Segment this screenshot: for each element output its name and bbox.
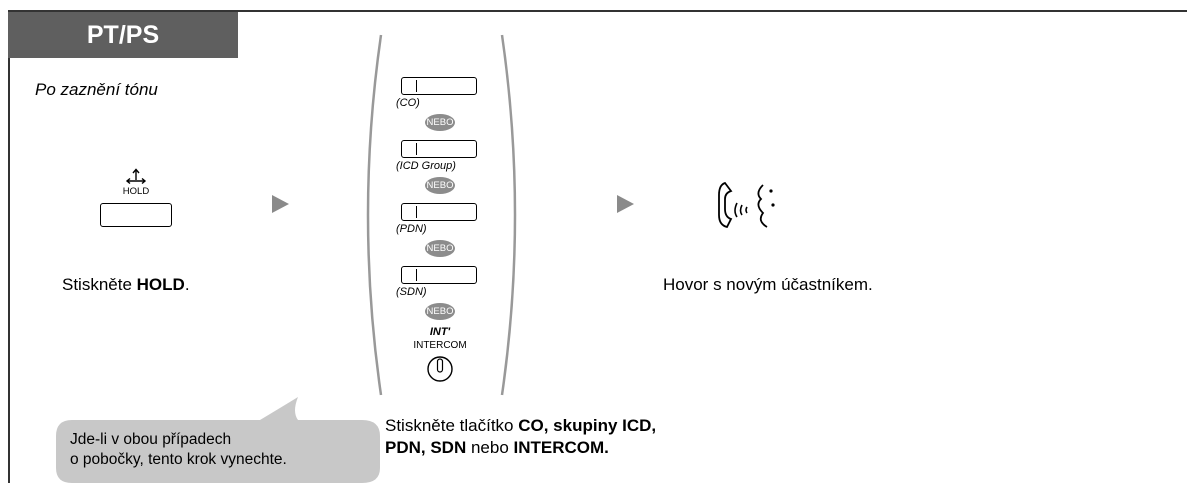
step2-caption-bold-1: CO, skupiny ICD, [518,416,657,435]
next-arrow-2 [617,195,634,213]
or-badge: NEBO [425,177,455,194]
hold-icon [125,168,147,185]
note-text: Jde-li v obou případech o pobočky, tento… [70,430,287,470]
sdn-key[interactable] [401,266,477,284]
or-badge: NEBO [425,240,455,257]
device-tab: PT/PS [8,12,238,58]
note-bubble [56,397,380,483]
device-tab-label: PT/PS [86,20,160,49]
step1-caption-bold: HOLD [136,275,185,294]
int-key-label: INT' [429,326,451,338]
next-arrow-1 [272,195,289,213]
intercom-button[interactable] [426,355,454,383]
frame-left-border [8,10,10,483]
hold-key-label: HOLD [122,186,150,197]
pdn-key-label: (PDN) [396,223,427,235]
step1-caption-suffix: . [184,275,190,294]
hold-key[interactable]: HOLD [96,158,176,230]
co-key[interactable] [401,77,477,95]
intro-text: Po zaznění tónu [35,80,158,99]
frame-top-border [8,10,1187,12]
step2-caption: Stiskněte tlačítko CO, skupiny ICD, PDN,… [385,415,656,459]
talk-icon [718,181,775,229]
icd-group-key-label: (ICD Group) [396,160,456,172]
step3-caption: Hovor s novým účastníkem. [663,275,873,294]
hold-button[interactable] [100,203,172,227]
right-parenthesis [500,34,517,396]
note-line-1: Jde-li v obou případech [70,431,232,448]
step1-caption-prefix: Stiskněte [62,275,137,294]
step2-caption-prefix: Stiskněte tlačítko [385,416,519,435]
intercom-label: INTERCOM [413,340,467,351]
icd-group-key[interactable] [401,140,477,158]
step2-caption-bold-2: PDN, SDN [385,438,467,457]
line-key-stack: (CO) NEBO (ICD Group) NEBO (PDN) NEBO (S… [390,70,490,400]
step1-caption: Stiskněte HOLD. [62,275,190,295]
left-parenthesis [366,34,383,396]
or-badge: NEBO [425,303,455,320]
sdn-key-label: (SDN) [396,286,427,298]
step2-caption-bold-3: INTERCOM. [513,438,609,457]
step2-caption-mid: nebo [466,438,514,457]
or-badge: NEBO [425,114,455,131]
pdn-key[interactable] [401,203,477,221]
note-line-2: o pobočky, tento krok vynechte. [70,451,287,468]
co-key-label: (CO) [396,97,420,109]
